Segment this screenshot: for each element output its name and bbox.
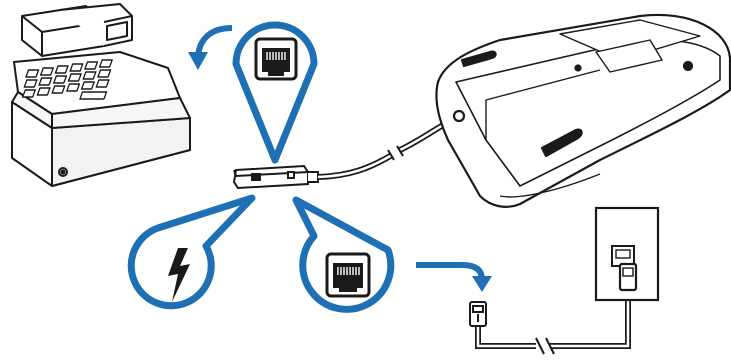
rj45-jack-icon [254,37,298,81]
cash-register-icon [11,3,191,187]
curved-arrow-icon [416,262,492,292]
lightning-bolt-icon [168,248,190,302]
rj45-jack-icon [325,252,371,298]
cable-icon [317,113,462,180]
phone-cable-icon [475,290,631,355]
rj45-balloon-bottom [292,196,395,313]
rj45-balloon-top [232,21,318,164]
power-balloon [127,194,256,310]
curved-arrow-icon [188,25,233,70]
rj11-plug-left-icon [469,301,487,327]
adapter-box-icon [232,164,319,190]
card-terminal-icon [435,13,731,208]
wall-phone-jack-icon [594,206,660,302]
